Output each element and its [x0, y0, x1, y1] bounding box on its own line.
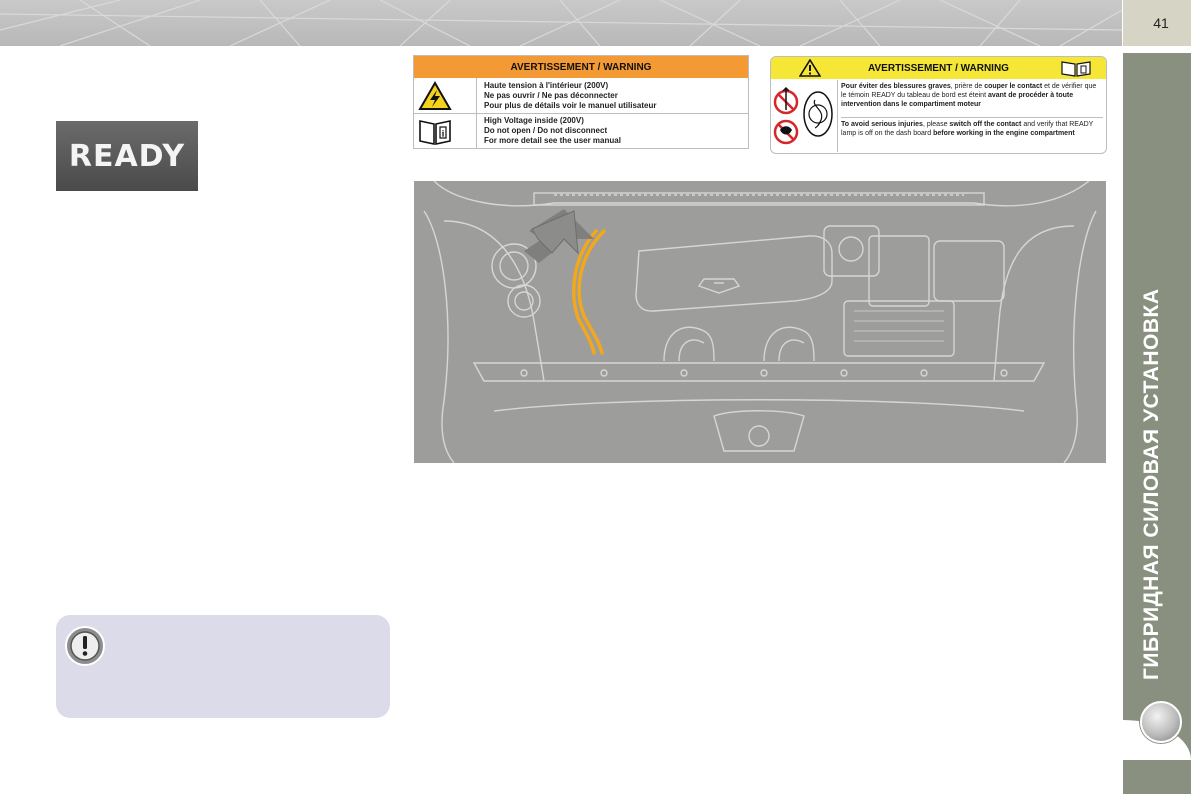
high-voltage-cable: [572, 229, 606, 355]
text-span: , please: [922, 121, 950, 128]
manual-book-icon: i: [419, 120, 451, 145]
high-voltage-label-header: AVERTISSEMENT / WARNING: [414, 56, 748, 78]
text-span: To avoid serious injuries: [841, 121, 923, 128]
svg-text:i: i: [442, 129, 445, 139]
text-span: avant de procéder à toute intervention d…: [841, 92, 1074, 108]
text-line: For more detail see the user manual: [484, 136, 621, 145]
page-number-box: 41: [1123, 0, 1191, 46]
label-row-fr: Haute tension à l'intérieur (200V) Ne pa…: [414, 79, 748, 114]
high-voltage-warning-label: AVERTISSEMENT / WARNING Haute tension à …: [413, 55, 749, 149]
no-hands-icon: [773, 86, 833, 145]
ready-indicator: READY: [56, 121, 198, 191]
text-span: couper le contact: [984, 83, 1043, 90]
label-row-en: i High Voltage inside (200V) Do not open…: [414, 114, 748, 148]
text-span: , prière de: [950, 83, 985, 90]
high-voltage-text-fr: Haute tension à l'intérieur (200V) Ne pa…: [484, 81, 657, 111]
text-span: switch off the contact: [949, 121, 1022, 128]
exclamation-circle-icon: [65, 626, 105, 666]
text-span: before working in the engine compartment: [933, 130, 1075, 137]
top-banner: [0, 0, 1122, 46]
engine-warning-text-en: To avoid serious injuries, please switch…: [841, 117, 1103, 138]
text-line: Do not open / Do not disconnect: [484, 126, 608, 135]
text-line: Pour plus de détails voir le manuel util…: [484, 101, 657, 110]
section-title: ГИБРИДНАЯ СИЛОВАЯ УСТАНОВКА: [1140, 288, 1163, 680]
engine-compartment-warning-label: AVERTISSEMENT / WARNING Pour éviter des …: [770, 56, 1107, 154]
high-voltage-icon: [418, 81, 452, 110]
section-side-tab: [1123, 53, 1191, 794]
text-line: High Voltage inside (200V): [484, 116, 584, 125]
engine-label-title: AVERTISSEMENT / WARNING: [868, 62, 1009, 74]
note-box: [56, 615, 390, 718]
engine-drawing: [423, 181, 1097, 463]
manual-book-icon: [1061, 61, 1091, 77]
text-line: Haute tension à l'intérieur (200V): [484, 81, 609, 90]
text-line: Ne pas ouvrir / Ne pas déconnecter: [484, 91, 618, 100]
prohibition-icons: [771, 80, 838, 152]
warning-triangle-icon: [799, 59, 821, 77]
side-ring-icon: [1140, 701, 1182, 743]
side-tab-bottom: [1123, 760, 1191, 794]
page-number: 41: [1153, 15, 1169, 31]
ready-indicator-text: READY: [68, 138, 186, 174]
high-voltage-text-en: High Voltage inside (200V) Do not open /…: [484, 116, 621, 146]
engine-compartment-illustration: [414, 181, 1106, 463]
text-span: Pour éviter des blessures graves: [841, 83, 951, 90]
text-span: et de vérifier que le témoin READY du ta…: [841, 83, 1097, 99]
engine-warning-text-fr: Pour éviter des blessures graves, prière…: [841, 82, 1103, 109]
engine-label-header: AVERTISSEMENT / WARNING: [771, 57, 1106, 79]
text-span: and verify that READY lamp is off on the…: [841, 121, 1094, 137]
banner-pattern: [0, 0, 1122, 46]
